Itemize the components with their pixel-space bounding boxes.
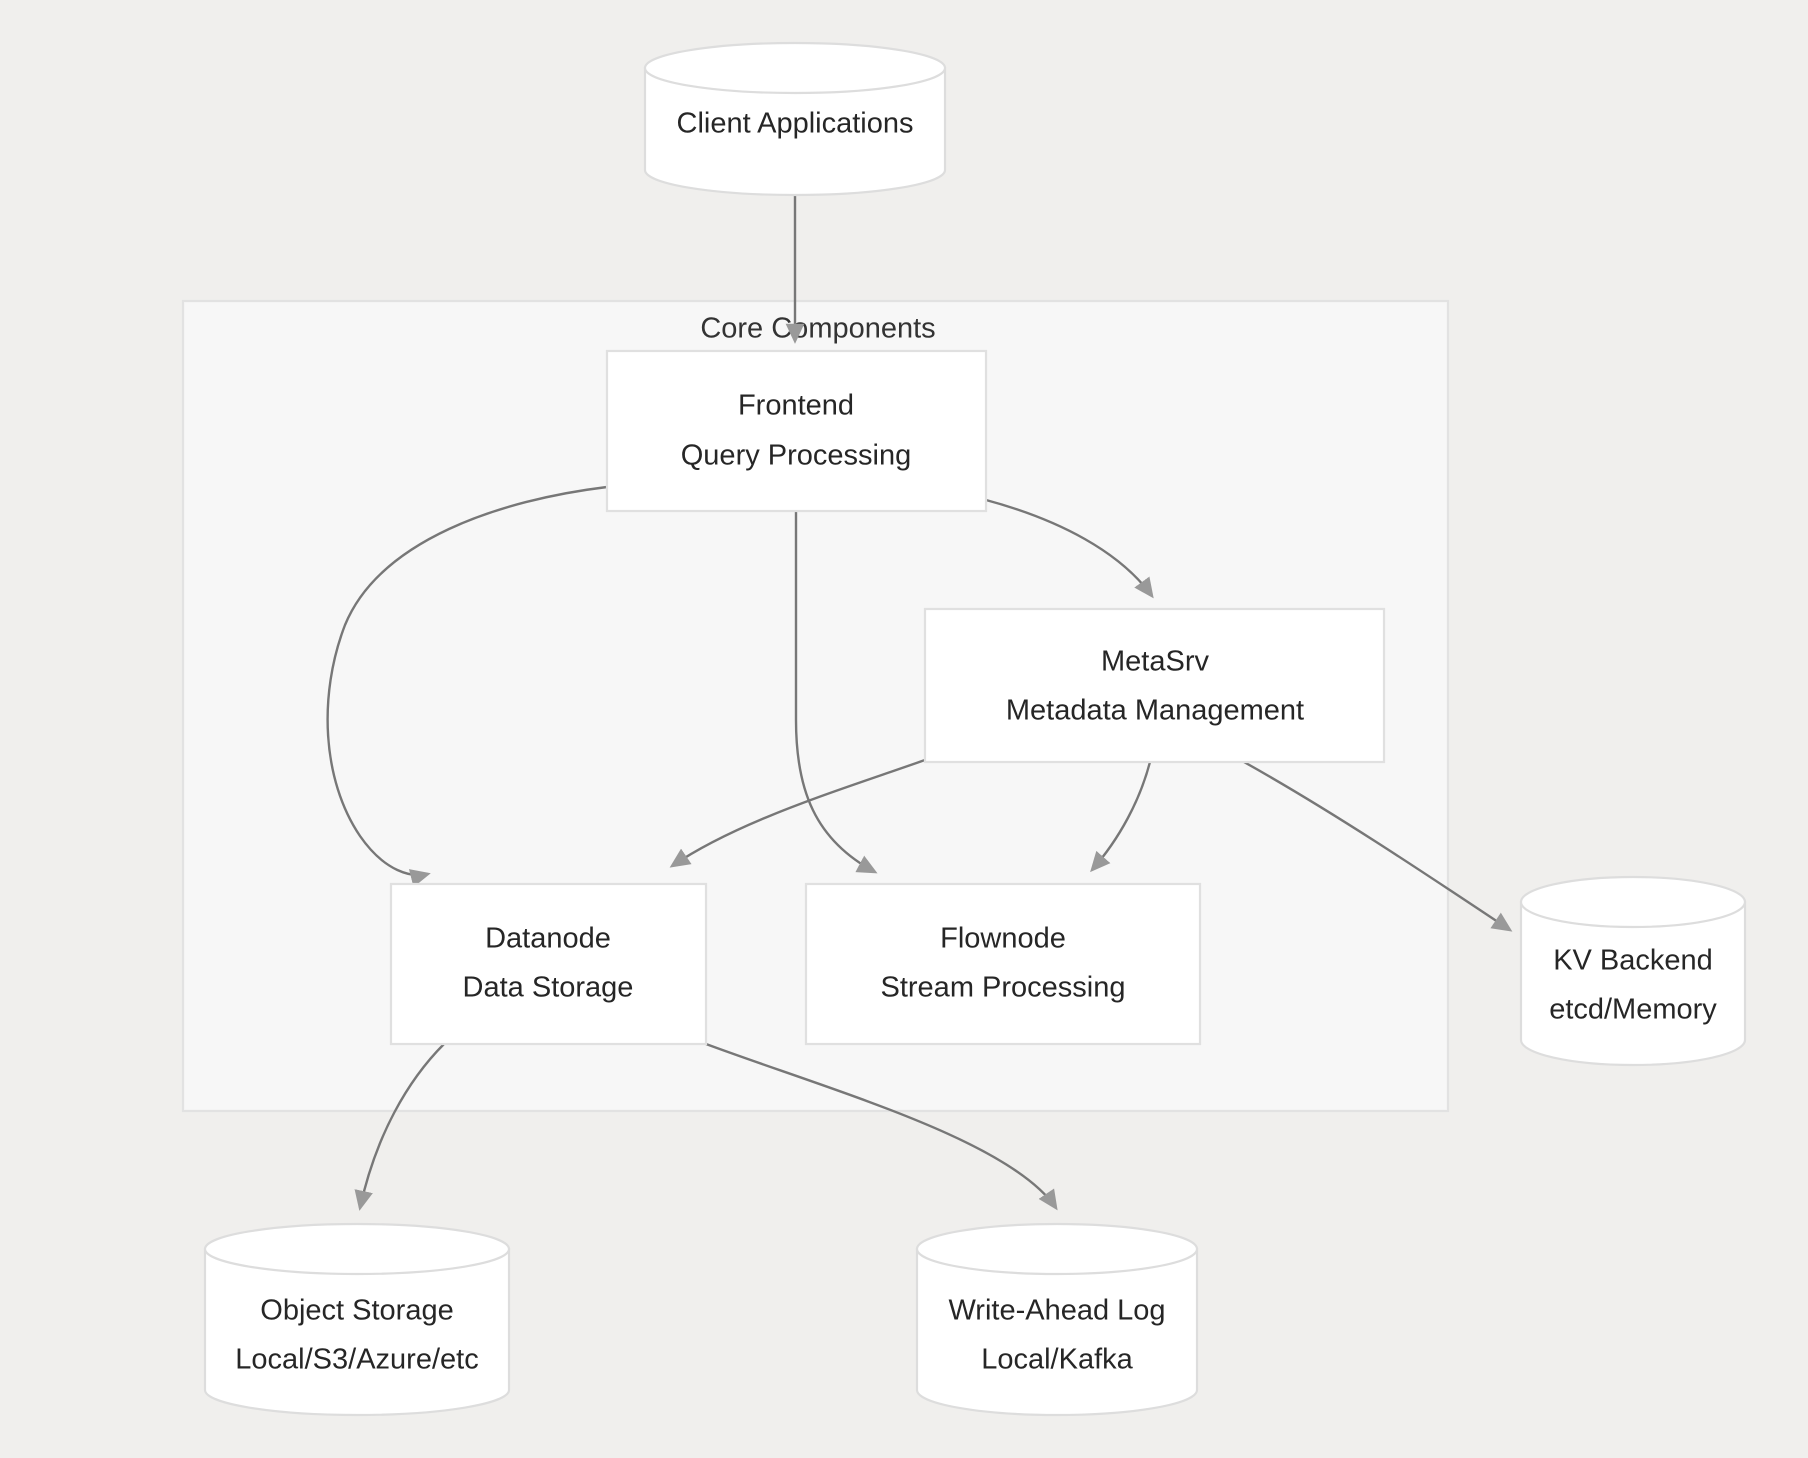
- kv-backend-cylinder-body: [1519, 900, 1747, 1067]
- kv-backend-subtitle: etcd/Memory: [1549, 994, 1717, 1026]
- write-ahead-log-cylinder-top: [915, 1222, 1199, 1276]
- edge-metasrv-to-flownode: [1090, 761, 1152, 873]
- metasrv-subtitle: Metadata Management: [1006, 695, 1304, 727]
- object-storage-title: Object Storage: [260, 1295, 453, 1327]
- client-applications-label: Client Applications: [677, 108, 914, 140]
- edge-metasrv-to-datanode: [669, 758, 926, 868]
- node-kv-backend[interactable]: KV Backend etcd/Memory: [1519, 875, 1747, 1067]
- metasrv-title: MetaSrv: [1101, 646, 1209, 678]
- client-applications-cylinder-body: [643, 66, 947, 197]
- flownode-subtitle: Stream Processing: [881, 972, 1126, 1004]
- object-storage-cylinder-top: [203, 1222, 511, 1276]
- datanode-box: [389, 882, 708, 1046]
- metasrv-box: [923, 607, 1386, 764]
- write-ahead-log-subtitle: Local/Kafka: [981, 1344, 1133, 1376]
- datanode-title: Datanode: [485, 923, 611, 955]
- node-frontend[interactable]: Frontend Query Processing: [605, 349, 988, 513]
- object-storage-subtitle: Local/S3/Azure/etc: [235, 1344, 478, 1376]
- client-applications-cylinder-top: [643, 41, 947, 95]
- node-metasrv[interactable]: MetaSrv Metadata Management: [923, 607, 1386, 764]
- edge-datanode-to-write-ahead-log: [705, 1042, 1058, 1211]
- edge-frontend-to-metasrv: [985, 498, 1154, 599]
- kv-backend-title: KV Backend: [1553, 945, 1713, 977]
- datanode-subtitle: Data Storage: [463, 972, 634, 1004]
- node-write-ahead-log[interactable]: Write-Ahead Log Local/Kafka: [915, 1222, 1199, 1417]
- flownode-title: Flownode: [940, 923, 1066, 955]
- edge-frontend-to-datanode: [326, 485, 608, 888]
- frontend-title: Frontend: [738, 390, 854, 422]
- node-datanode[interactable]: Datanode Data Storage: [389, 882, 708, 1046]
- node-client-applications[interactable]: Client Applications: [643, 41, 947, 197]
- edge-datanode-to-object-storage: [354, 1043, 445, 1211]
- frontend-subtitle: Query Processing: [681, 440, 912, 472]
- flownode-box: [804, 882, 1202, 1046]
- cluster-label: Core Components: [700, 313, 935, 345]
- node-object-storage[interactable]: Object Storage Local/S3/Azure/etc: [203, 1222, 511, 1417]
- object-storage-cylinder-body: [203, 1247, 511, 1417]
- node-flownode[interactable]: Flownode Stream Processing: [804, 882, 1202, 1046]
- frontend-box: [605, 349, 988, 513]
- kv-backend-cylinder-top: [1519, 875, 1747, 929]
- write-ahead-log-title: Write-Ahead Log: [948, 1295, 1165, 1327]
- edge-metasrv-to-kv-backend: [1243, 760, 1513, 932]
- edges-layer: [326, 196, 1513, 1211]
- edge-frontend-to-flownode: [794, 512, 878, 874]
- write-ahead-log-cylinder-body: [915, 1247, 1199, 1417]
